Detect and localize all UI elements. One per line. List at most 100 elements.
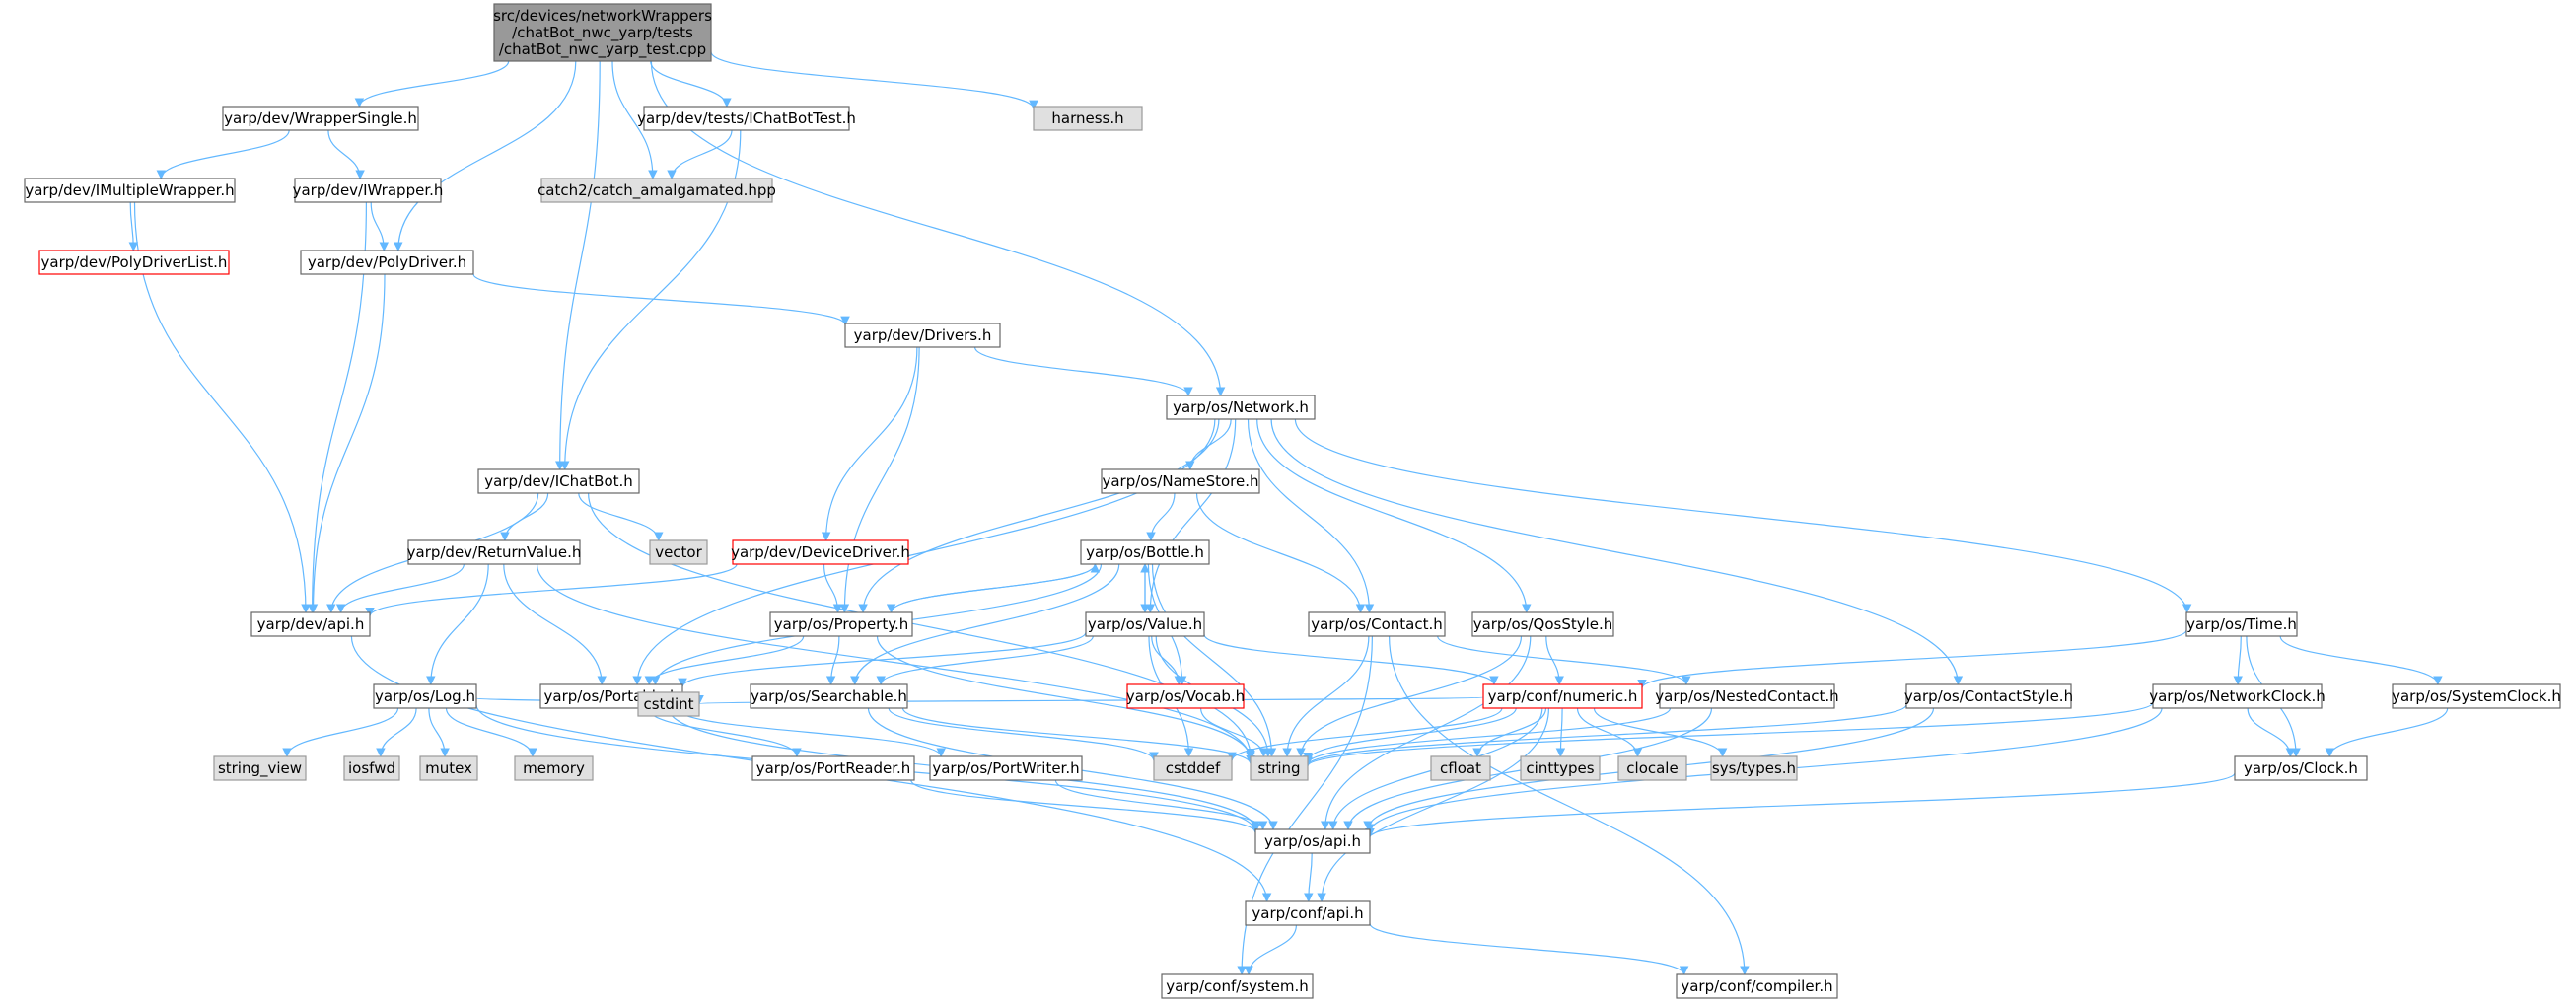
node-box bbox=[1126, 683, 1245, 709]
node-clock[interactable]: yarp/os/Clock.h bbox=[2234, 755, 2368, 781]
edge-line bbox=[667, 129, 733, 179]
node-iosfwd: iosfwd bbox=[343, 755, 400, 781]
node-portreader[interactable]: yarp/os/PortReader.h bbox=[751, 755, 915, 781]
node-namestore[interactable]: yarp/os/NameStore.h bbox=[1101, 468, 1260, 494]
node-property[interactable]: yarp/os/Property.h bbox=[769, 611, 913, 637]
node-label: cfloat bbox=[1440, 759, 1481, 777]
dependency-edge-property-to-bottle bbox=[891, 563, 1101, 613]
node-label: yarp/os/QosStyle.h bbox=[1473, 615, 1613, 633]
node-label: yarp/os/Vocab.h bbox=[1126, 687, 1245, 705]
dependency-edge-contact-to-string bbox=[1282, 635, 1370, 757]
node-returnvalue[interactable]: yarp/dev/ReturnValue.h bbox=[407, 539, 582, 565]
dependency-edge-portable-to-portwriter bbox=[676, 707, 946, 757]
node-box bbox=[1308, 611, 1446, 637]
node-qosstyle[interactable]: yarp/os/QosStyle.h bbox=[1471, 611, 1614, 637]
node-box bbox=[1254, 828, 1371, 854]
node-compiler[interactable]: yarp/conf/compiler.h bbox=[1676, 973, 1838, 999]
node-ichatbottest[interactable]: yarp/dev/tests/IChatBotTest.h bbox=[637, 106, 856, 131]
node-imultiple[interactable]: yarp/dev/IMultipleWrapper.h bbox=[24, 178, 236, 203]
node-box bbox=[493, 3, 712, 62]
node-polylist[interactable]: yarp/dev/PolyDriverList.h bbox=[38, 250, 230, 275]
dependency-edge-vocab-to-string bbox=[1200, 707, 1269, 757]
edge-line bbox=[1282, 635, 1370, 757]
node-box bbox=[844, 323, 1001, 348]
dependency-edge-root-to-ichatbot bbox=[554, 60, 601, 470]
node-label: yarp/os/SystemClock.h bbox=[2392, 687, 2561, 705]
edge-line bbox=[426, 563, 489, 685]
node-label: memory bbox=[523, 759, 585, 777]
dependency-edge-nestedcontact-to-string bbox=[1303, 707, 1672, 765]
node-label: yarp/conf/compiler.h bbox=[1681, 977, 1832, 995]
dependency-edge-polydriver-to-devapi bbox=[308, 273, 386, 613]
node-devapi[interactable]: yarp/dev/api.h bbox=[250, 611, 371, 637]
node-networkclock[interactable]: yarp/os/NetworkClock.h bbox=[2149, 683, 2326, 709]
node-drivers[interactable]: yarp/dev/Drivers.h bbox=[844, 323, 1001, 348]
node-label: cinttypes bbox=[1526, 759, 1594, 777]
edge-line bbox=[307, 201, 367, 613]
dependency-edge-root-to-catch2 bbox=[611, 60, 658, 179]
node-portwriter[interactable]: yarp/os/PortWriter.h bbox=[929, 755, 1083, 781]
node-polydriver[interactable]: yarp/dev/PolyDriver.h bbox=[300, 250, 474, 275]
node-label: yarp/os/Network.h bbox=[1173, 398, 1309, 416]
node-label: yarp/dev/WrapperSingle.h bbox=[224, 109, 417, 127]
node-box bbox=[769, 611, 913, 637]
dependency-edge-qosstyle-to-string bbox=[1296, 635, 1523, 757]
node-systemclock[interactable]: yarp/os/SystemClock.h bbox=[2392, 683, 2561, 709]
node-devicedriver[interactable]: yarp/dev/DeviceDriver.h bbox=[731, 539, 910, 565]
node-vocab[interactable]: yarp/os/Vocab.h bbox=[1126, 683, 1245, 709]
dependency-edge-time-to-numeric bbox=[1637, 629, 2187, 689]
node-box bbox=[649, 539, 708, 565]
node-ichatbot[interactable]: yarp/dev/IChatBot.h bbox=[477, 468, 640, 494]
edge-line bbox=[1303, 707, 1517, 762]
dependency-edge-contactstyle-to-string bbox=[1303, 703, 1907, 767]
edge-line bbox=[823, 563, 843, 613]
node-cstddef: cstddef bbox=[1153, 755, 1233, 781]
node-network[interactable]: yarp/os/Network.h bbox=[1166, 395, 1316, 420]
node-label: vector bbox=[655, 543, 702, 561]
dependency-edge-time-to-systemclock bbox=[2279, 635, 2443, 685]
node-label: yarp/conf/numeric.h bbox=[1488, 687, 1638, 705]
dependency-edge-qosstyle-to-numeric bbox=[1545, 635, 1564, 685]
node-osapi[interactable]: yarp/os/api.h bbox=[1254, 828, 1371, 854]
edge-line bbox=[1054, 779, 1268, 830]
dependency-edge-drivers-to-property bbox=[839, 346, 920, 613]
node-box bbox=[1676, 973, 1838, 999]
edge-line bbox=[133, 201, 311, 613]
node-box bbox=[1166, 395, 1316, 420]
edge-line bbox=[1437, 635, 1691, 685]
dependency-edge-ichatbot-to-returnvalue bbox=[500, 492, 549, 541]
edge-line bbox=[839, 346, 920, 613]
node-wrapperSingle[interactable]: yarp/dev/WrapperSingle.h bbox=[222, 106, 419, 131]
edge-line bbox=[394, 60, 577, 251]
node-iwrapper[interactable]: yarp/dev/IWrapper.h bbox=[293, 178, 444, 203]
node-searchable[interactable]: yarp/os/Searchable.h bbox=[750, 683, 908, 709]
node-box bbox=[1033, 106, 1143, 131]
edge-line bbox=[825, 635, 840, 685]
node-system[interactable]: yarp/conf/system.h bbox=[1161, 973, 1314, 999]
node-root[interactable]: src/devices/networkWrappers/chatBot_nwc_… bbox=[493, 3, 712, 62]
dependency-edge-numeric-to-cfloat bbox=[1472, 707, 1547, 757]
node-time[interactable]: yarp/os/Time.h bbox=[2185, 611, 2298, 637]
dependency-edge-time-to-networkclock bbox=[2233, 635, 2244, 685]
dependency-edge-devicedriver-to-devapi bbox=[365, 563, 738, 617]
node-cstdint: cstdint bbox=[637, 691, 700, 717]
edge-line bbox=[1303, 703, 1907, 767]
dependency-edge-searchable-to-cstddef bbox=[888, 707, 1159, 762]
node-label: yarp/os/Clock.h bbox=[2244, 759, 2358, 777]
node-nestedcontact[interactable]: yarp/os/NestedContact.h bbox=[1655, 683, 1839, 709]
node-value[interactable]: yarp/os/Value.h bbox=[1085, 611, 1205, 637]
node-box bbox=[1659, 683, 1835, 709]
edge-line bbox=[2233, 635, 2244, 685]
edge-line bbox=[445, 707, 537, 757]
node-numeric[interactable]: yarp/conf/numeric.h bbox=[1482, 683, 1643, 709]
node-confapi[interactable]: yarp/conf/api.h bbox=[1245, 900, 1371, 926]
node-box bbox=[250, 611, 371, 637]
node-contactstyle[interactable]: yarp/os/ContactStyle.h bbox=[1904, 683, 2073, 709]
node-log[interactable]: yarp/os/Log.h bbox=[373, 683, 477, 709]
node-bottle[interactable]: yarp/os/Bottle.h bbox=[1080, 539, 1210, 565]
dependency-edge-log-to-mutex bbox=[428, 707, 450, 757]
node-contact[interactable]: yarp/os/Contact.h bbox=[1308, 611, 1446, 637]
node-box bbox=[751, 755, 915, 781]
edge-line bbox=[1270, 418, 1964, 685]
node-box bbox=[373, 683, 477, 709]
